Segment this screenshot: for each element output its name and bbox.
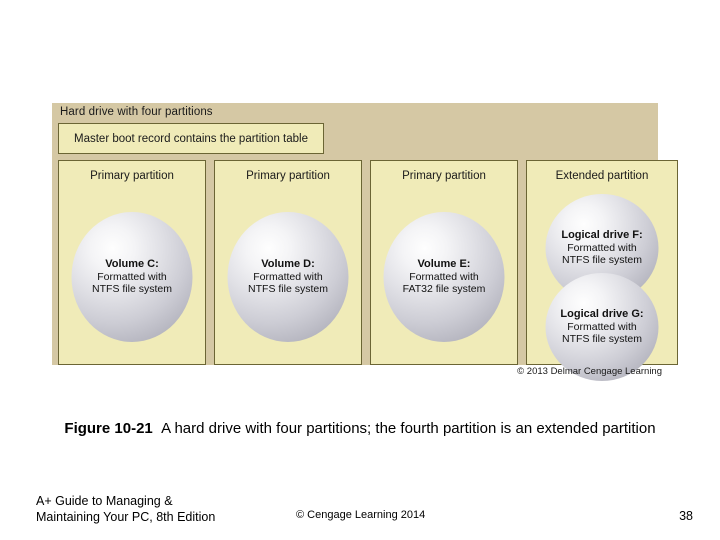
volume-sphere-d: Volume D: Formatted with NTFS file syste… [227,212,349,342]
volume-name-c: Volume C: [105,258,159,271]
figure-caption: Figure 10-21 A hard drive with four part… [60,418,660,439]
volume-format-line-e: Formatted with [409,270,479,283]
partition-header-4: Extended partition [555,170,649,182]
diagram-credit: © 2013 Delmar Cengage Learning [517,366,662,377]
diagram-title: Hard drive with four partitions [60,106,213,118]
figure-caption-text: A hard drive with four partitions; the f… [161,420,656,437]
volume-filesystem-line-d: NTFS file system [248,283,328,296]
slide-footer: A+ Guide to Managing & Maintaining Your … [0,488,720,533]
volume-filesystem-line-c: NTFS file system [92,283,172,296]
partition-box-2: Primary partition Volume D: Formatted wi… [214,160,362,365]
logical-drive-format-line-f: Formatted with [567,241,637,254]
partition-box-4-extended: Extended partition Logical drive F: Form… [526,160,678,381]
volume-name-d: Volume D: [261,258,315,271]
volume-name-e: Volume E: [417,258,471,271]
volume-format-line-d: Formatted with [253,270,323,283]
logical-drive-filesystem-line-g: NTFS file system [562,333,642,346]
volume-sphere-e: Volume E: Formatted with FAT32 file syst… [383,212,505,342]
mbr-label: Master boot record contains the partitio… [74,132,308,145]
footer-book-title: A+ Guide to Managing & Maintaining Your … [36,493,286,525]
volume-filesystem-line-e: FAT32 file system [402,283,486,296]
footer-copyright: © Cengage Learning 2014 [296,509,426,521]
figure-caption-number: Figure 10-21 [64,420,153,437]
partition-box-1: Primary partition Volume C: Formatted wi… [58,160,206,365]
logical-drive-name-g: Logical drive G: [560,308,644,321]
footer-page-number: 38 [679,509,693,523]
hard-drive-diagram: Hard drive with four partitions Master b… [52,103,678,381]
partition-row: Primary partition Volume C: Formatted wi… [58,160,678,381]
footer-book-title-line2: Maintaining Your PC, 8th Edition [36,510,216,524]
logical-drive-filesystem-line-f: NTFS file system [562,254,642,267]
logical-drive-name-f: Logical drive F: [561,229,643,242]
partition-header-3: Primary partition [402,170,486,182]
partition-header-1: Primary partition [90,170,174,182]
footer-book-title-line1: A+ Guide to Managing & [36,494,173,508]
master-boot-record-box: Master boot record contains the partitio… [58,123,324,154]
logical-drive-sphere-g: Logical drive G: Formatted with NTFS fil… [545,273,659,381]
partition-box-3: Primary partition Volume E: Formatted wi… [370,160,518,365]
partition-header-2: Primary partition [246,170,330,182]
volume-format-line-c: Formatted with [97,270,167,283]
volume-sphere-c: Volume C: Formatted with NTFS file syste… [71,212,193,342]
logical-drive-format-line-g: Formatted with [567,320,637,333]
